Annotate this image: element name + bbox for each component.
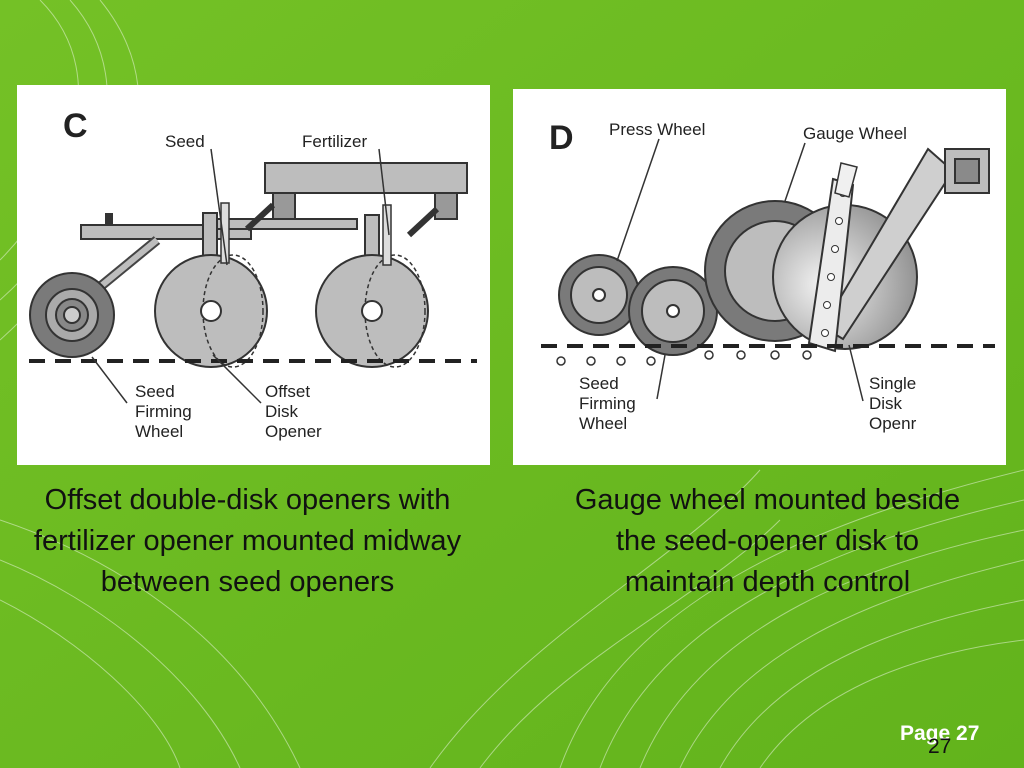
figure-c-panel: C Seed Fertilizer <box>17 85 490 465</box>
figure-c-diagram: C Seed Fertilizer <box>29 107 477 441</box>
page-label: Page 27 <box>900 722 980 745</box>
label-firming-wheel-2: Firming <box>135 402 192 421</box>
label-firming-wheel-3: Wheel <box>135 422 183 441</box>
label-press-wheel: Press Wheel <box>609 120 705 139</box>
figure-d-panel: D Press Wheel Gauge Wheel <box>513 89 1006 465</box>
label-seed: Seed <box>165 132 205 151</box>
label-gauge-wheel: Gauge Wheel <box>803 124 907 143</box>
label-firming-wheel-1: Seed <box>135 382 175 401</box>
figure-d-caption: Gauge wheel mounted beside the seed-open… <box>574 484 961 598</box>
label-d-firming-wheel-3: Wheel <box>579 414 627 433</box>
label-single-disk-1: Single <box>869 374 916 393</box>
figure-d-diagram: D Press Wheel Gauge Wheel <box>541 119 995 433</box>
figure-c-caption: Offset double-disk openers with fertiliz… <box>33 484 462 598</box>
label-d-firming-wheel-1: Seed <box>579 374 619 393</box>
label-d-firming-wheel-2: Firming <box>579 394 636 413</box>
figure-d-letter: D <box>549 119 574 157</box>
label-offset-disk-1: Offset <box>265 382 310 401</box>
label-single-disk-2: Disk <box>869 394 903 413</box>
label-fertilizer: Fertilizer <box>302 132 368 151</box>
figure-c-letter: C <box>63 107 88 145</box>
label-offset-disk-3: Opener <box>265 422 322 441</box>
label-single-disk-3: Openr <box>869 414 917 433</box>
label-offset-disk-2: Disk <box>265 402 299 421</box>
page-number: 27 <box>928 735 952 758</box>
